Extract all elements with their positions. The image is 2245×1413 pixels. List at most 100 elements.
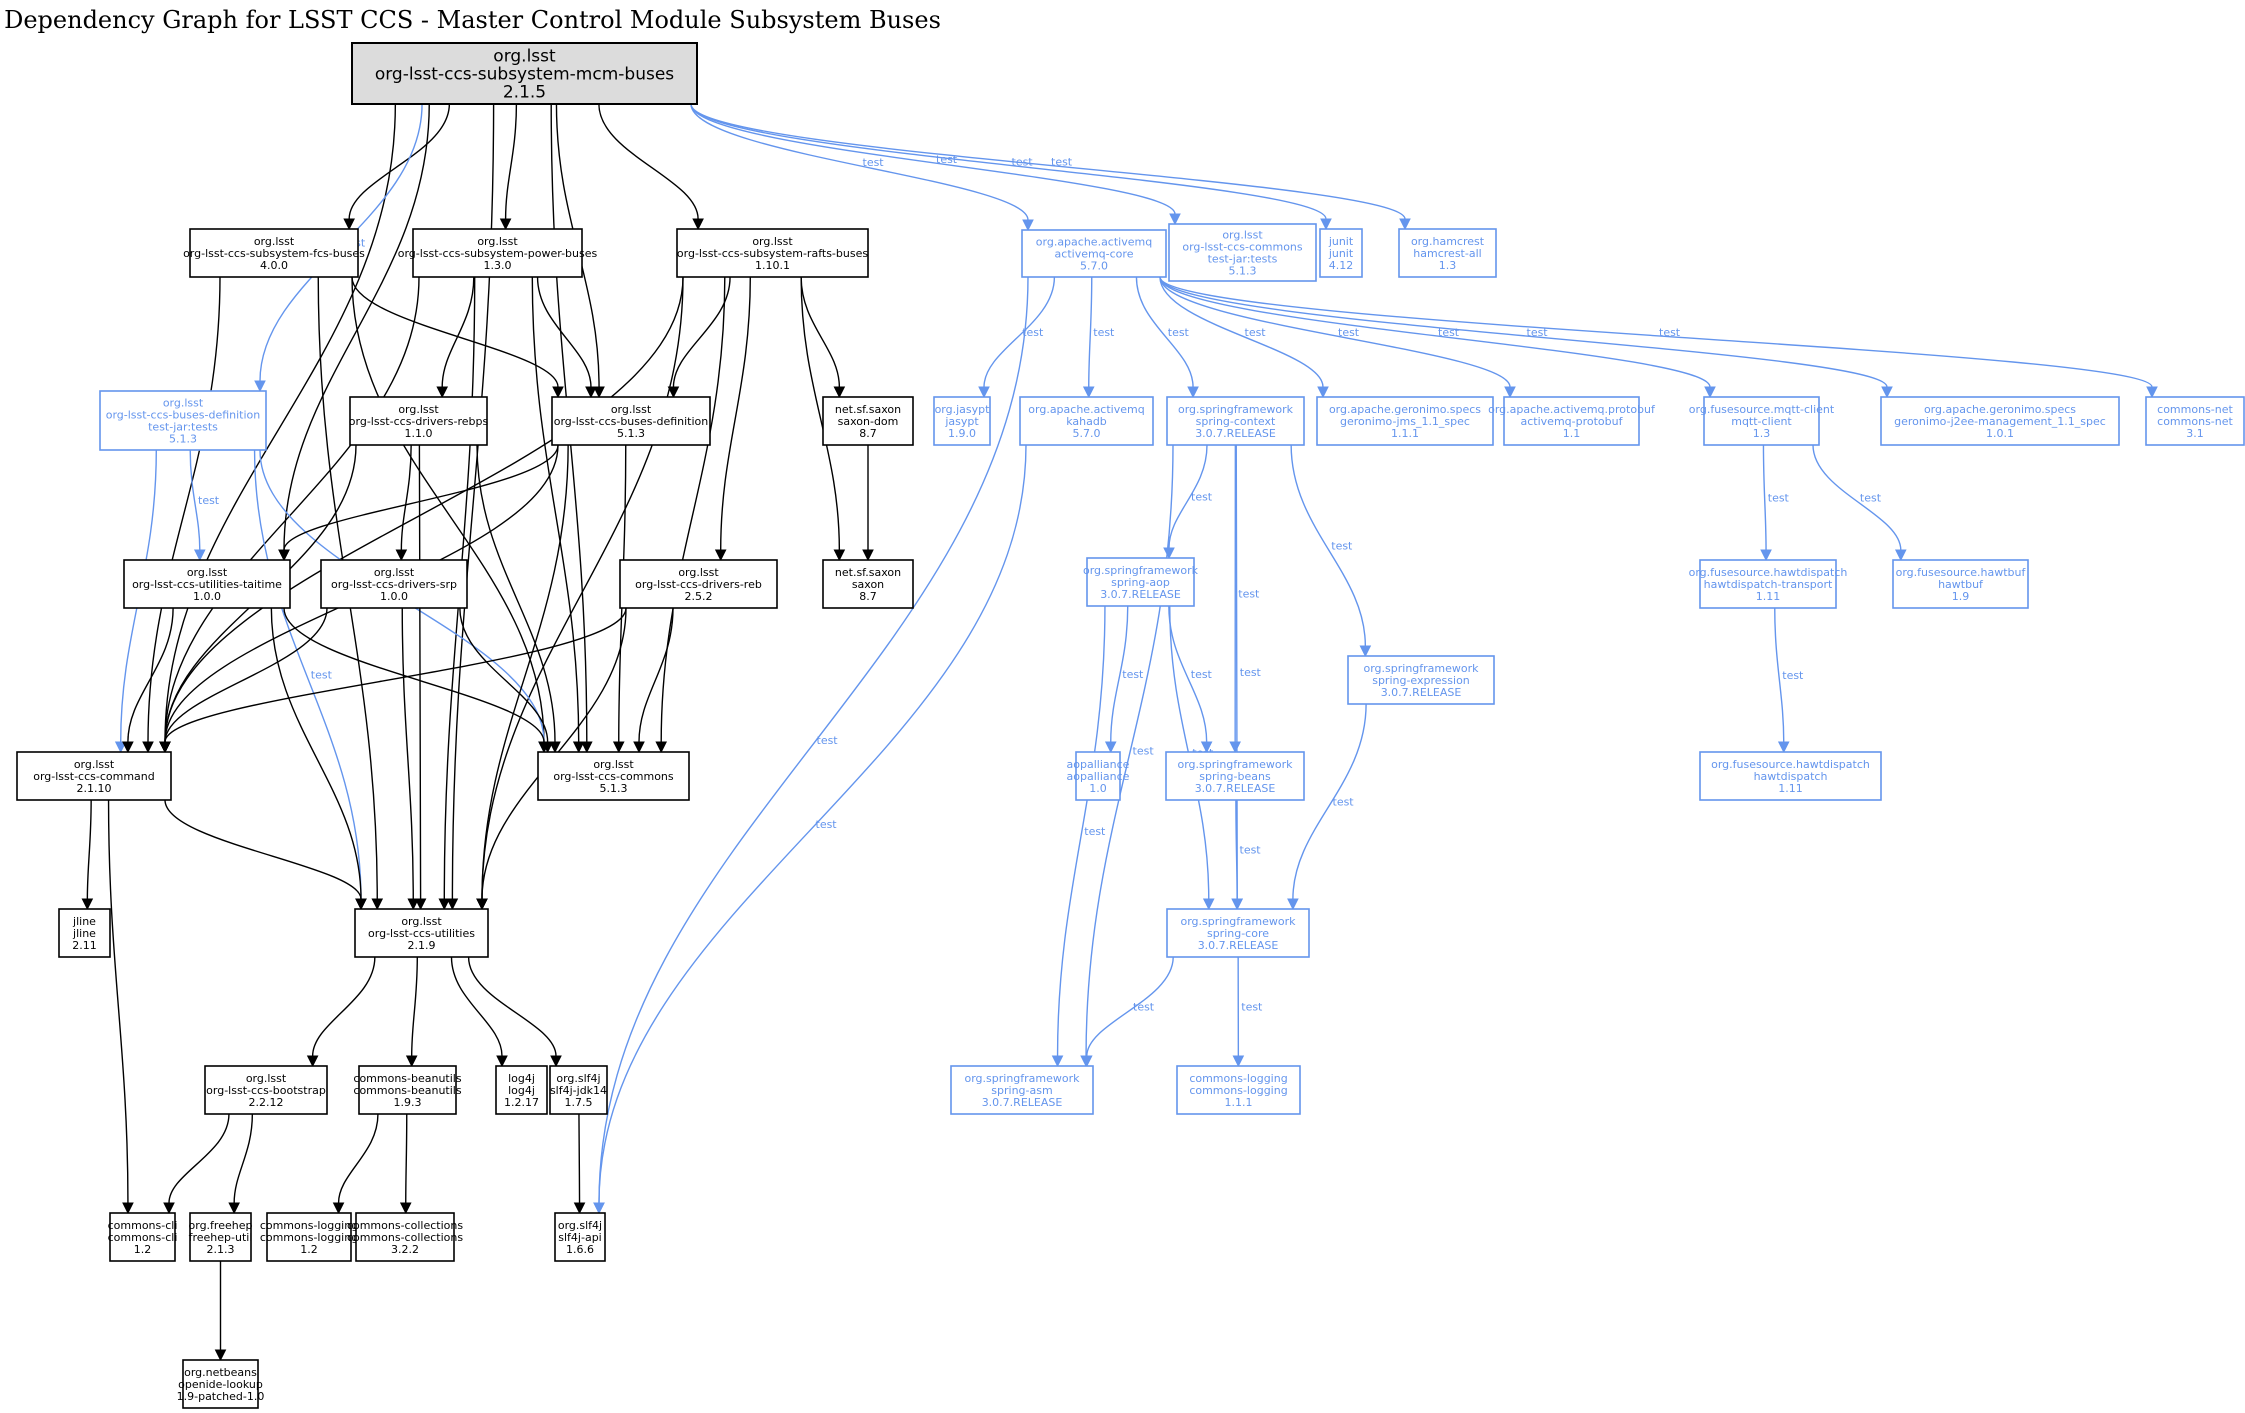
edge-scope-label: test [1240, 843, 1262, 856]
node-group: commons-cli [108, 1219, 178, 1232]
edge-line [1085, 444, 1174, 1057]
node-group: org.apache.activemq [1028, 403, 1144, 416]
node-box [676, 228, 869, 278]
edge-power-to-commons [531, 276, 585, 754]
edge-line [351, 276, 559, 388]
edge-scope-label: test [1240, 666, 1262, 679]
edge-amqcore-to-gerjms: test [1159, 276, 1329, 399]
node-spring-context[interactable]: org.springframeworkspring-context3.0.7.R… [1166, 396, 1305, 446]
node-hawtdispatch[interactable]: org.fusesource.hawtdispatchhawtdispatch1… [1699, 751, 1882, 801]
node-version: 1.6.6 [566, 1243, 594, 1256]
edge-rebps-to-commons [476, 444, 561, 754]
arrowhead-icon [573, 1202, 586, 1215]
edge-slf4jjdk-to-slf4japi [573, 1113, 586, 1215]
node-group: commons-beanutils [353, 1072, 461, 1085]
node-box [1347, 655, 1495, 705]
node-spring-beans[interactable]: org.springframeworkspring-beans3.0.7.REL… [1165, 751, 1305, 801]
node-activemq-protobuf[interactable]: org.apache.activemq.protobufactivemq-pro… [1488, 396, 1656, 446]
edge-utilities-to-beanutils [405, 956, 418, 1068]
node-geronimo-j2ee-management_1.1_spec[interactable]: org.apache.geronimo.specsgeronimo-j2ee-m… [1880, 396, 2120, 446]
edge-amqcore-to-protobuf: test [1159, 276, 1516, 399]
node-group: commons-logging [260, 1219, 358, 1232]
node-org-lsst-ccs-utilities-taitime[interactable]: org.lsstorg-lsst-ccs-utilities-taitime1.… [123, 559, 291, 609]
node-commons-collections[interactable]: commons-collectionscommons-collections3.… [347, 1212, 463, 1262]
node-version: 1.9-patched-1.0 [177, 1390, 265, 1403]
node-box [822, 396, 914, 446]
node-artifact: activemq-core [1055, 248, 1134, 261]
arrowhead-icon [572, 741, 585, 754]
node-group: org.lsst [401, 915, 442, 928]
arrowhead-icon [399, 1202, 412, 1215]
edge-line [164, 103, 397, 743]
edge-hawttrans-to-hawtdispatch: test [1774, 607, 1804, 754]
edge-power-to-busdef [536, 276, 597, 399]
edge-command-to-jline [81, 799, 94, 911]
node-version: 1.0 [1089, 782, 1107, 795]
node-org-lsst-ccs-subsystem-power-buses[interactable]: org.lsstorg-lsst-ccs-subsystem-power-bus… [398, 228, 598, 278]
edge-scope-label: test [1191, 490, 1213, 503]
node-org-lsst-ccs-subsystem-fcs-buses[interactable]: org.lsstorg-lsst-ccs-subsystem-fcs-buses… [183, 228, 365, 278]
edge-scope-label: test [1051, 155, 1073, 168]
node-hawtdispatch-transport[interactable]: org.fusesource.hawtdispatchhawtdispatch-… [1689, 559, 1848, 609]
node-org-lsst-ccs-commons[interactable]: org.lsstorg-lsst-ccs-commonstest-jar:tes… [1168, 223, 1317, 282]
node-org-lsst-ccs-buses-definition[interactable]: org.lsstorg-lsst-ccs-buses-definitiontes… [99, 390, 267, 451]
node-version: 1.3 [1753, 427, 1771, 440]
node-group: org.lsst [374, 566, 415, 579]
node-spring-asm[interactable]: org.springframeworkspring-asm3.0.7.RELEA… [950, 1065, 1094, 1115]
node-version: 1.0.1 [1986, 427, 2014, 440]
node-org-lsst-ccs-subsystem-rafts-buses[interactable]: org.lsstorg-lsst-ccs-subsystem-rafts-bus… [676, 228, 869, 278]
arrowhead-icon [163, 1202, 175, 1215]
node-spring-expression[interactable]: org.springframeworkspring-expression3.0.… [1347, 655, 1495, 705]
node-box [1880, 396, 2120, 446]
node-box [1699, 559, 1837, 609]
arrowhead-icon [122, 1202, 134, 1215]
node-box [1168, 223, 1317, 282]
node-version: 1.10.1 [755, 259, 790, 272]
arrowhead-icon [355, 898, 367, 911]
node-artifact: org-lsst-ccs-subsystem-fcs-buses [183, 247, 365, 260]
arrowhead-icon [1231, 898, 1243, 911]
node-group: org.slf4j [558, 1219, 602, 1232]
node-geronimo-jms_1.1_spec[interactable]: org.apache.geronimo.specsgeronimo-jms_1.… [1316, 396, 1494, 446]
edge-springaop-to-springasm: test [1051, 605, 1106, 1068]
node-org-lsst-ccs-subsystem-mcm-buses[interactable]: org.lsstorg-lsst-ccs-subsystem-mcm-buses… [351, 42, 698, 105]
arrowhead-icon [332, 1202, 345, 1215]
node-spring-aop[interactable]: org.springframeworkspring-aop3.0.7.RELEA… [1083, 557, 1199, 607]
node-version: 3.0.7.RELEASE [1381, 686, 1462, 699]
arrowhead-icon [254, 380, 266, 393]
node-spring-core[interactable]: org.springframeworkspring-core3.0.7.RELE… [1166, 908, 1310, 958]
arrowhead-icon [1232, 1055, 1245, 1068]
node-version: 1.1.1 [1225, 1096, 1253, 1109]
node-org-lsst-ccs-buses-definition[interactable]: org.lsstorg-lsst-ccs-buses-definition5.1… [551, 396, 711, 446]
node-openide-lookup[interactable]: org.netbeansopenide-lookup1.9-patched-1.… [177, 1359, 265, 1409]
edge-springcore-to-clog111: test [1232, 956, 1263, 1068]
node-box [933, 396, 991, 446]
